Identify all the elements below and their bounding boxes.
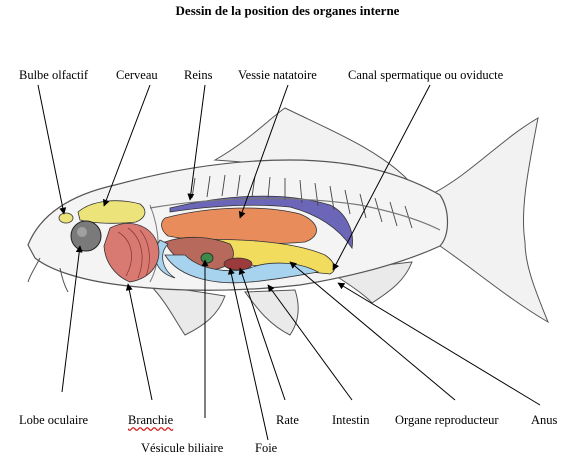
- label-vessie-natatoire: Vessie natatoire: [238, 68, 317, 82]
- arrow-reins: [187, 84, 206, 201]
- arrow-lobe: [61, 245, 83, 393]
- gall-bladder: [200, 252, 214, 264]
- arrow-rate: [238, 267, 286, 401]
- label-branchie: Branchie: [128, 413, 174, 427]
- pectoral-fin: [244, 289, 299, 336]
- arrow-anus: [337, 282, 541, 406]
- eye: [70, 220, 102, 252]
- spleen: [223, 257, 253, 271]
- gills: [103, 223, 160, 283]
- label-bulbe-olfactif: Bulbe olfactif: [19, 68, 89, 82]
- arrow-cerveau: [102, 84, 151, 207]
- label-cerveau: Cerveau: [116, 68, 158, 82]
- arrow-intestin: [267, 284, 353, 401]
- backbone: [149, 197, 441, 231]
- pelvic-fin: [148, 284, 226, 336]
- label-organe-reproducteur: Organe reproducteur: [395, 413, 499, 427]
- caudal-fin: [429, 117, 550, 324]
- arrow-branchie: [125, 283, 153, 401]
- olfactory-bulb: [58, 212, 74, 224]
- label-vesicule-biliaire: Vésicule biliaire: [141, 441, 224, 455]
- arrow-bulbe: [37, 84, 67, 215]
- label-reins: Reins: [184, 68, 213, 82]
- arrow-vessie: [238, 84, 289, 219]
- intestine: [164, 254, 320, 284]
- label-lobe-oculaire: Lobe oculaire: [19, 413, 89, 427]
- arrow-canal: [332, 84, 431, 271]
- arrow-organe: [289, 261, 456, 401]
- label-canal: Canal spermatique ou oviducte: [348, 68, 504, 82]
- label-foie: Foie: [255, 441, 278, 455]
- label-rate: Rate: [276, 413, 299, 427]
- swim-bladder: [161, 207, 317, 244]
- kidney: [169, 195, 353, 250]
- barbel: [59, 267, 69, 293]
- barbel: [27, 257, 41, 283]
- label-intestin: Intestin: [332, 413, 370, 427]
- diagram-title: Dessin de la position des organes intern…: [175, 3, 400, 18]
- arrow-foie: [227, 267, 269, 441]
- label-anus: Anus: [531, 413, 558, 427]
- pointer-lines: [37, 84, 541, 441]
